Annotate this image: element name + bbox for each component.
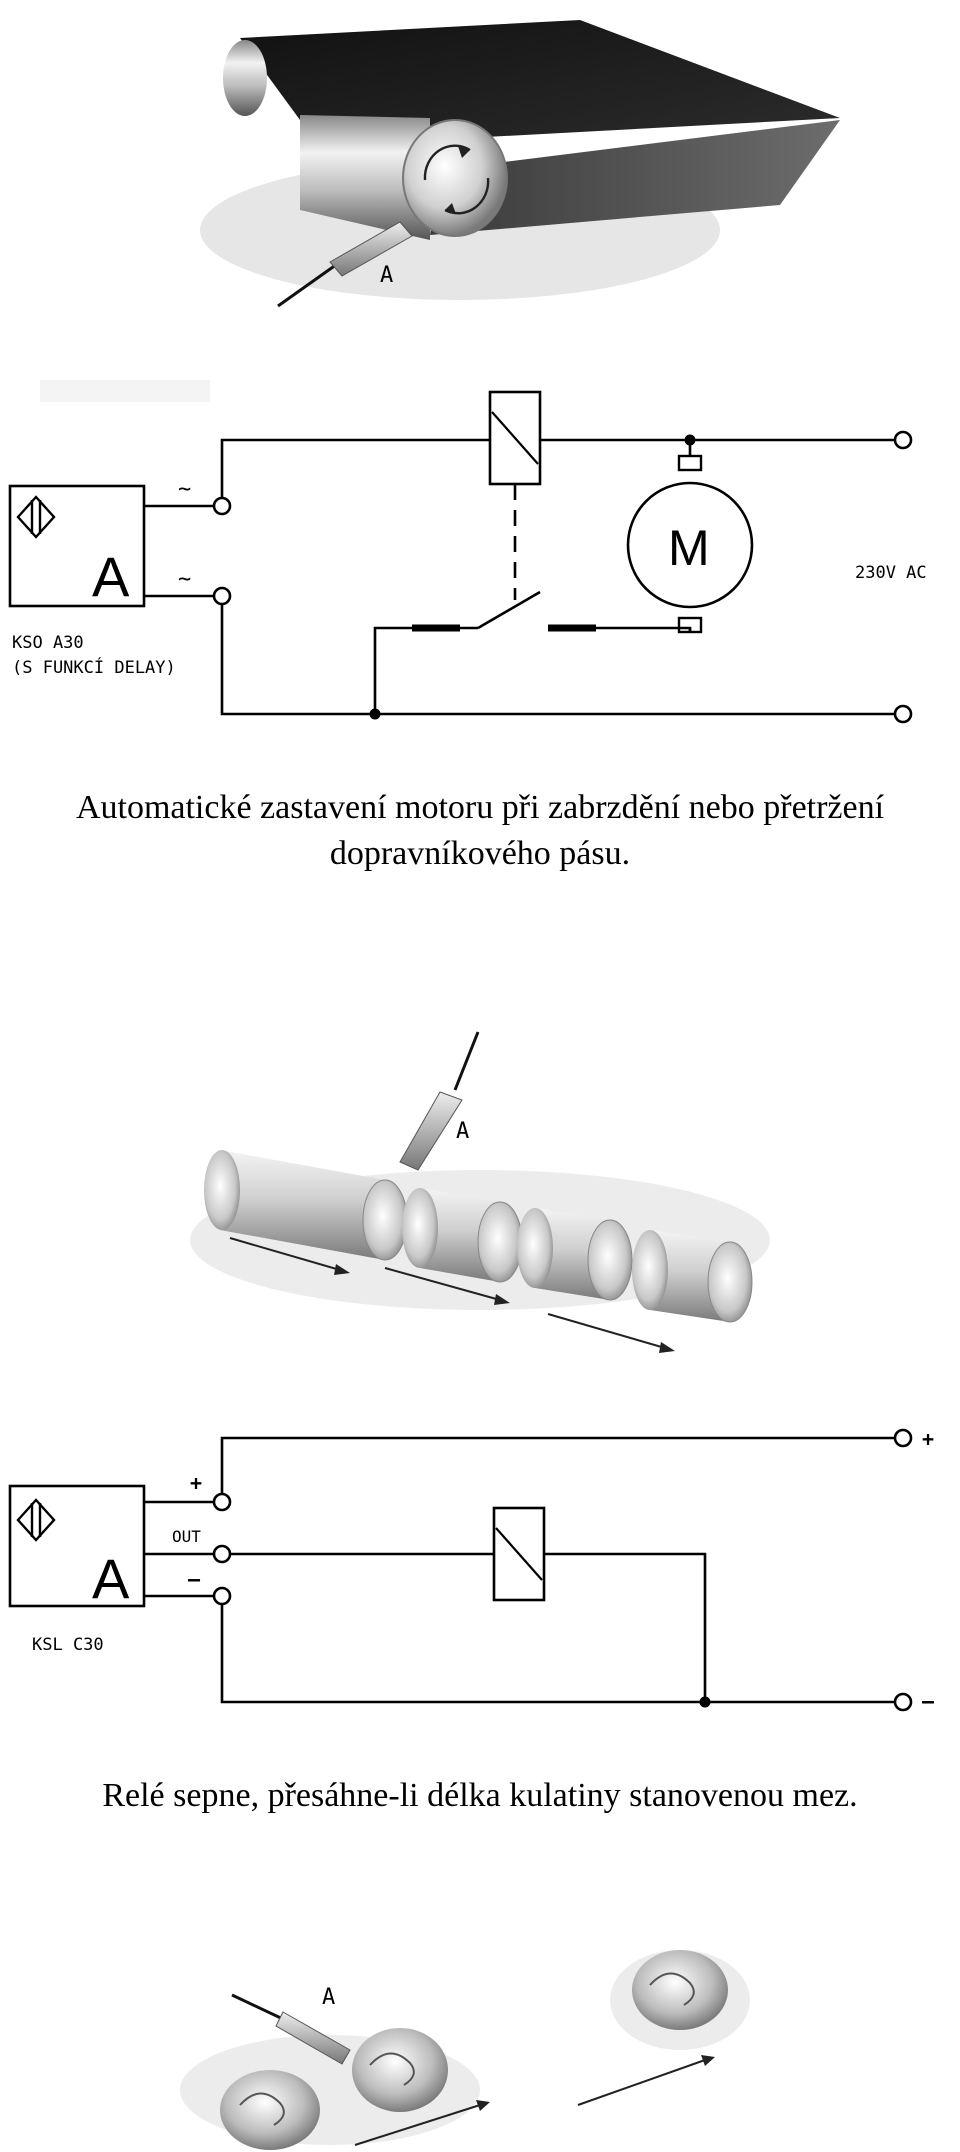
- sensor-label: A: [322, 1985, 335, 2010]
- supply-terminal: [893, 430, 913, 450]
- inductive-sensor-symbol-icon: [16, 495, 56, 539]
- sensor-cable: [277, 260, 341, 308]
- terminal: [212, 496, 232, 516]
- proximity-sensor: [329, 221, 413, 277]
- caption-line: Relé sepne, přesáhne-li délka kulatiny s…: [102, 1777, 858, 1814]
- back-roller: [223, 40, 267, 116]
- caption-length-relay: Relé sepne, přesáhne-li délka kulatiny s…: [0, 1773, 960, 1819]
- proximity-sensor: [275, 2011, 351, 2065]
- front-roller-body: [300, 115, 430, 240]
- terminal-out-label: OUT: [172, 1527, 201, 1546]
- conveyor-belt-illustration: A: [200, 20, 840, 308]
- terminal: [212, 1586, 232, 1606]
- terminal: [212, 586, 232, 606]
- faded-mark: [40, 380, 210, 402]
- cut-piece: [352, 2028, 448, 2112]
- sensor-model: KSL C30: [32, 1635, 104, 1655]
- sensor-letter: A: [92, 545, 130, 608]
- belt-lower-sheet: [430, 120, 840, 235]
- cut-piece: [220, 2070, 320, 2150]
- relay-contact: [477, 590, 541, 630]
- inductive-sensor-symbol-icon: [16, 1498, 56, 1542]
- supply-minus-label: –: [922, 1689, 935, 1713]
- supply-terminal: [893, 1692, 913, 1712]
- supply-label: 230V AC: [855, 563, 927, 583]
- ac-symbol: ~: [178, 477, 191, 502]
- round-timber-illustration: A: [190, 1031, 770, 1353]
- supply-plus-label: +: [922, 1427, 934, 1451]
- cut-pieces-illustration: A: [180, 1950, 750, 2150]
- motion-arrow-icon: [354, 2100, 490, 2146]
- junction-dot: [369, 708, 381, 720]
- motion-arrow-icon: [229, 1237, 350, 1275]
- motor-letter: M: [668, 520, 710, 576]
- cut-piece: [632, 1950, 728, 2030]
- terminal-plus-label: +: [190, 1471, 202, 1495]
- sensor-label: A: [380, 263, 393, 288]
- sensor-cable: [453, 1031, 480, 1091]
- junction-dot: [699, 1696, 711, 1708]
- caption-line: dopravníkového pásu.: [329, 835, 631, 872]
- sensor-letter: A: [92, 1547, 130, 1610]
- supply-terminal: [893, 1428, 913, 1448]
- supply-terminal: [893, 704, 913, 724]
- sensor-note: (S FUNKCÍ DELAY): [12, 656, 176, 678]
- motor-brush: [677, 454, 703, 472]
- motion-arrow-icon: [547, 1313, 675, 1353]
- terminal: [212, 1492, 232, 1512]
- caption-line: Automatické zastavení motoru při zabrzdě…: [75, 789, 885, 826]
- motion-arrow-icon: [384, 1267, 510, 1305]
- sensor-cable: [231, 1993, 286, 2022]
- motion-arrow-icon: [577, 2055, 715, 2106]
- log: [220, 1150, 385, 1260]
- caption-motor-stop: Automatické zastavení motoru při zabrzdě…: [0, 785, 960, 877]
- ac-symbol: ~: [178, 567, 191, 592]
- motor: [626, 481, 754, 609]
- terminal: [212, 1544, 232, 1564]
- length-relay-wiring-diagram: A KSL C30 + OUT – + –: [8, 1427, 935, 1713]
- proximity-sensor: [399, 1091, 463, 1171]
- front-roller-cap: [402, 119, 508, 237]
- terminal-minus-label: –: [188, 1567, 201, 1591]
- sensor-model: KSO A30: [12, 633, 84, 653]
- sensor-label: A: [456, 1119, 469, 1144]
- rotation-arrow-icon: [423, 144, 471, 181]
- belt-upper-sheet: [240, 20, 840, 140]
- motor-stop-wiring-diagram: A KSO A30 (S FUNKCÍ DELAY) ~ ~ M: [8, 380, 927, 724]
